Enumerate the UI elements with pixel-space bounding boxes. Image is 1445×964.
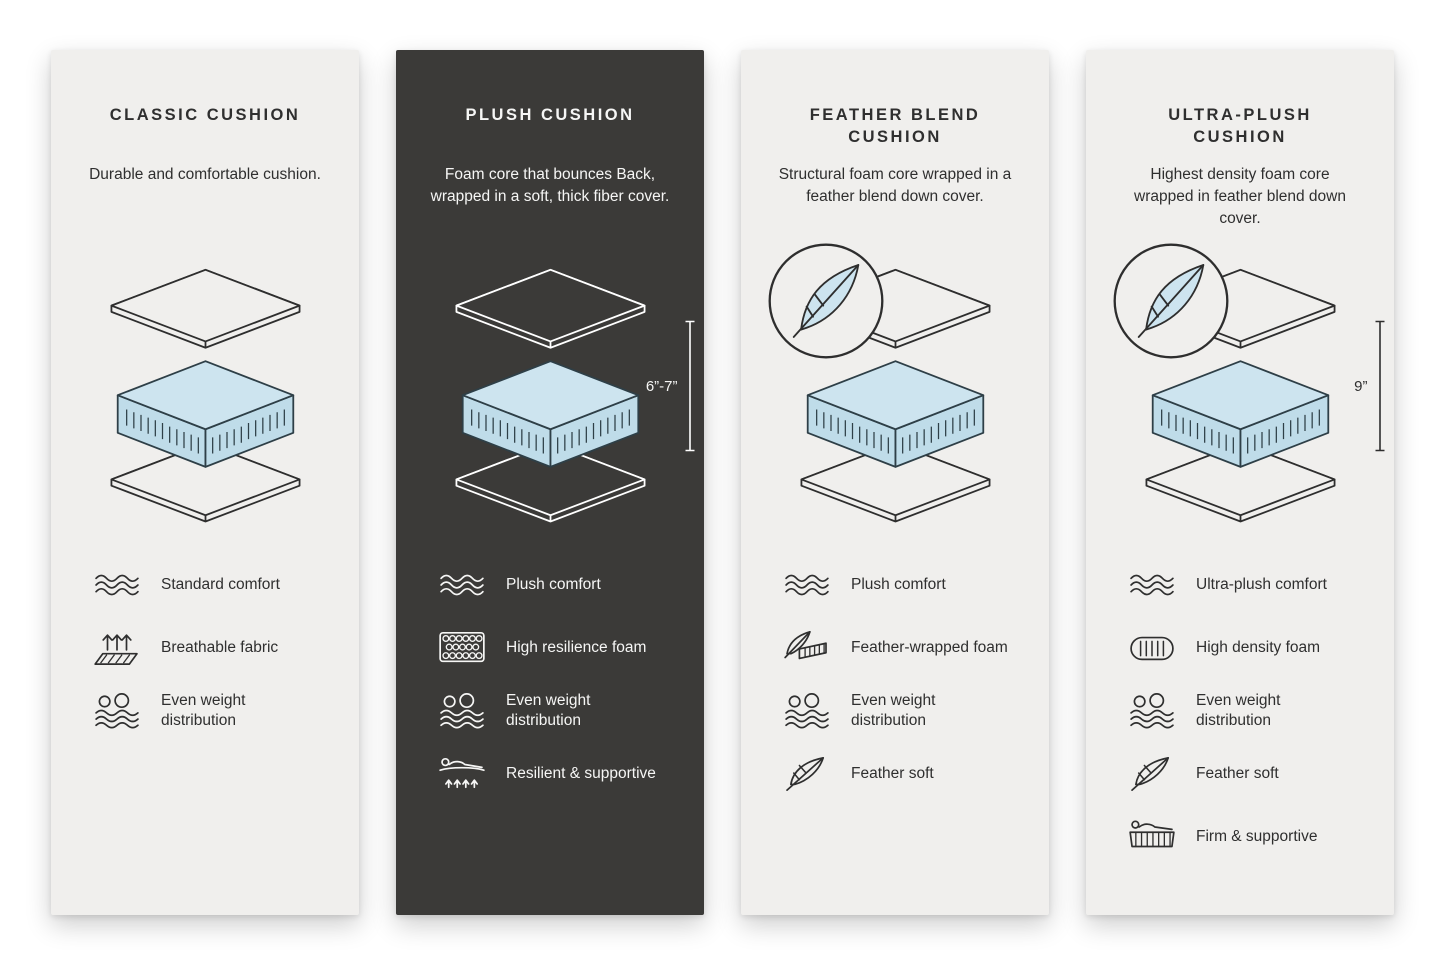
card-ultra-plush-cushion: ULTRA-PLUSH CUSHION Highest density foam… bbox=[1086, 50, 1394, 915]
feature-label: Firm & supportive bbox=[1196, 828, 1318, 846]
card-description: Highest density foam core wrapped in fea… bbox=[1134, 166, 1346, 227]
resilience-foam-icon bbox=[436, 629, 488, 667]
density-foam-icon bbox=[1126, 629, 1178, 667]
feature-item: Feather soft bbox=[781, 752, 1015, 796]
feature-label: Resilient & supportive bbox=[506, 765, 656, 783]
feather-icon bbox=[1126, 755, 1178, 793]
feature-item: Breathable fabric bbox=[91, 626, 325, 670]
measurement-ruler-icon bbox=[1375, 320, 1384, 452]
feature-label: Feather-wrapped foam bbox=[851, 639, 1008, 657]
card-classic-cushion: CLASSIC CUSHION Durable and comfortable … bbox=[51, 50, 359, 915]
feature-label: High resilience foam bbox=[506, 639, 647, 657]
feature-label: Plush comfort bbox=[851, 576, 946, 594]
feature-list: Plush comfort Feather-wrapped foam Even … bbox=[775, 563, 1015, 796]
feature-item: Firm & supportive bbox=[1126, 815, 1360, 859]
feature-item: High resilience foam bbox=[436, 626, 670, 670]
feather-wrapped-foam-icon bbox=[781, 629, 833, 667]
cushion-diagram bbox=[788, 268, 1003, 523]
card-description: Foam core that bounces Back, wrapped in … bbox=[430, 166, 670, 205]
feature-label: Standard comfort bbox=[161, 576, 280, 594]
height-label: 6”-7” bbox=[645, 377, 678, 395]
feature-item: High density foam bbox=[1126, 626, 1360, 670]
card-plush-cushion: PLUSH CUSHION Foam core that bounces Bac… bbox=[396, 50, 704, 915]
even-weight-icon bbox=[91, 692, 143, 730]
feature-item: Even weight distribution bbox=[436, 689, 670, 733]
measurement-ruler-icon bbox=[685, 320, 694, 452]
waves-icon bbox=[91, 566, 143, 604]
feature-label: High density foam bbox=[1196, 639, 1321, 657]
breathable-fabric-icon bbox=[91, 629, 143, 667]
feature-label: Even weight distribution bbox=[1196, 691, 1281, 730]
firm-supportive-icon bbox=[1126, 818, 1178, 856]
feather-icon bbox=[781, 755, 833, 793]
card-title: FEATHER BLEND CUSHION bbox=[809, 106, 981, 147]
feature-item: Ultra-plush comfort bbox=[1126, 563, 1360, 607]
feature-item: Plush comfort bbox=[781, 563, 1015, 607]
feather-badge-icon bbox=[766, 241, 886, 361]
feature-label: Even weight distribution bbox=[851, 691, 936, 730]
resilient-supportive-icon bbox=[436, 755, 488, 793]
feature-label: Breathable fabric bbox=[161, 639, 279, 657]
height-measurement: 6”-7” bbox=[646, 320, 696, 452]
height-label: 9” bbox=[1354, 377, 1368, 395]
cushion-diagram: 6”-7” bbox=[443, 268, 694, 523]
feature-item: Feather soft bbox=[1126, 752, 1360, 796]
waves-icon bbox=[1126, 566, 1178, 604]
feature-item: Feather-wrapped foam bbox=[781, 626, 1015, 670]
cushion-layers-illustration bbox=[443, 268, 658, 523]
feature-item: Even weight distribution bbox=[91, 689, 325, 733]
waves-icon bbox=[781, 566, 833, 604]
feature-item: Even weight distribution bbox=[781, 689, 1015, 733]
even-weight-icon bbox=[436, 692, 488, 730]
height-measurement: 9” bbox=[1354, 320, 1385, 452]
feature-label: Even weight distribution bbox=[506, 691, 591, 730]
feather-badge-icon bbox=[1111, 241, 1231, 361]
card-title: ULTRA-PLUSH CUSHION bbox=[1168, 106, 1312, 147]
feature-label: Feather soft bbox=[851, 765, 934, 783]
card-title: PLUSH CUSHION bbox=[465, 106, 635, 124]
waves-icon bbox=[436, 566, 488, 604]
feature-list: Ultra-plush comfort High density foam Ev… bbox=[1120, 563, 1360, 859]
feature-item: Standard comfort bbox=[91, 563, 325, 607]
card-description: Durable and comfortable cushion. bbox=[89, 166, 321, 183]
cushion-diagram: 9” bbox=[1133, 268, 1384, 523]
feature-item: Even weight distribution bbox=[1126, 689, 1360, 733]
feature-list: Standard comfort Breathable fabric Even … bbox=[85, 563, 325, 733]
cushion-diagram bbox=[98, 268, 313, 523]
feature-label: Even weight distribution bbox=[161, 691, 246, 730]
feature-list: Plush comfort High resilience foam Even … bbox=[430, 563, 670, 796]
feature-item: Resilient & supportive bbox=[436, 752, 670, 796]
feature-item: Plush comfort bbox=[436, 563, 670, 607]
card-description: Structural foam core wrapped in a feathe… bbox=[778, 166, 1012, 205]
feature-label: Feather soft bbox=[1196, 765, 1279, 783]
card-feather-blend-cushion: FEATHER BLEND CUSHION Structural foam co… bbox=[741, 50, 1049, 915]
feature-label: Ultra-plush comfort bbox=[1196, 576, 1327, 594]
feature-label: Plush comfort bbox=[506, 576, 601, 594]
card-title: CLASSIC CUSHION bbox=[109, 106, 301, 124]
even-weight-icon bbox=[781, 692, 833, 730]
cushion-layers-illustration bbox=[98, 268, 313, 523]
even-weight-icon bbox=[1126, 692, 1178, 730]
